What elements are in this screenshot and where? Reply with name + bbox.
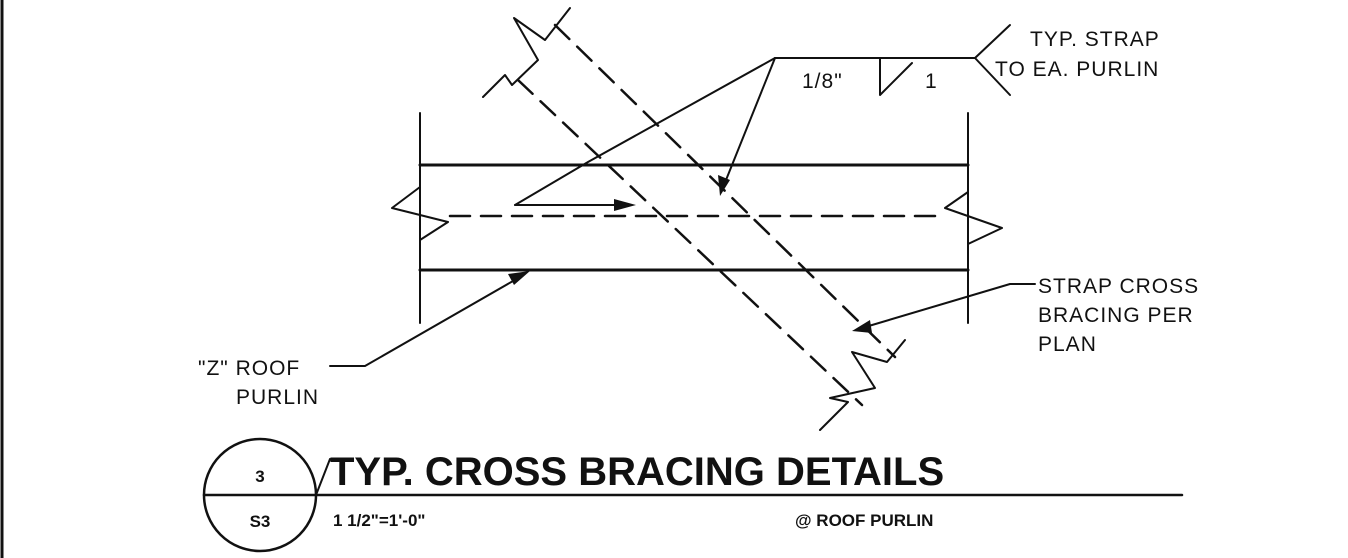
detail-title: TYP. CROSS BRACING DETAILS	[330, 450, 944, 494]
detail-location: @ ROOF PURLIN	[795, 511, 933, 530]
purlin-note-line1: "Z" ROOF	[198, 357, 300, 380]
weld-size-label: 1/8"	[802, 70, 843, 93]
strap-top-break-line	[482, 7, 571, 98]
weld-tail-symbol	[974, 24, 1011, 96]
typ-strap-note-line1: TYP. STRAP	[1030, 28, 1160, 51]
strap-bottom-break-line	[819, 339, 906, 431]
purlin-right-break-line	[944, 164, 1003, 271]
cross-bracing-leader-line	[861, 283, 1036, 329]
purlin-leader-arrowhead	[508, 271, 530, 285]
detail-number: 3	[255, 467, 264, 486]
weld-arrow-line	[723, 57, 776, 186]
title-connector-tick	[315, 458, 331, 496]
purlin-leader-line	[329, 276, 521, 367]
strap-upper-edge	[553, 23, 897, 359]
weld-leader-arrowhead	[614, 199, 636, 211]
cross-bracing-note-line1: STRAP CROSS	[1038, 275, 1199, 298]
weld-arrowhead	[718, 175, 730, 196]
cross-bracing-arrowhead	[852, 320, 872, 333]
weld-leader-line	[514, 57, 776, 206]
strap-lower-edge	[516, 78, 864, 407]
cross-bracing-note-line3: PLAN	[1038, 333, 1097, 356]
fillet-weld-symbol	[879, 57, 913, 96]
detail-scale: 1 1/2"=1'-0"	[333, 511, 425, 530]
typ-strap-note-line2: TO EA. PURLIN	[995, 58, 1159, 81]
cross-bracing-note-line2: BRACING PER	[1038, 304, 1194, 327]
sheet-number: S3	[250, 512, 271, 531]
purlin-left-break-line	[391, 164, 449, 271]
weld-length-label: 1	[925, 70, 938, 93]
purlin-note-line2: PURLIN	[236, 386, 319, 409]
